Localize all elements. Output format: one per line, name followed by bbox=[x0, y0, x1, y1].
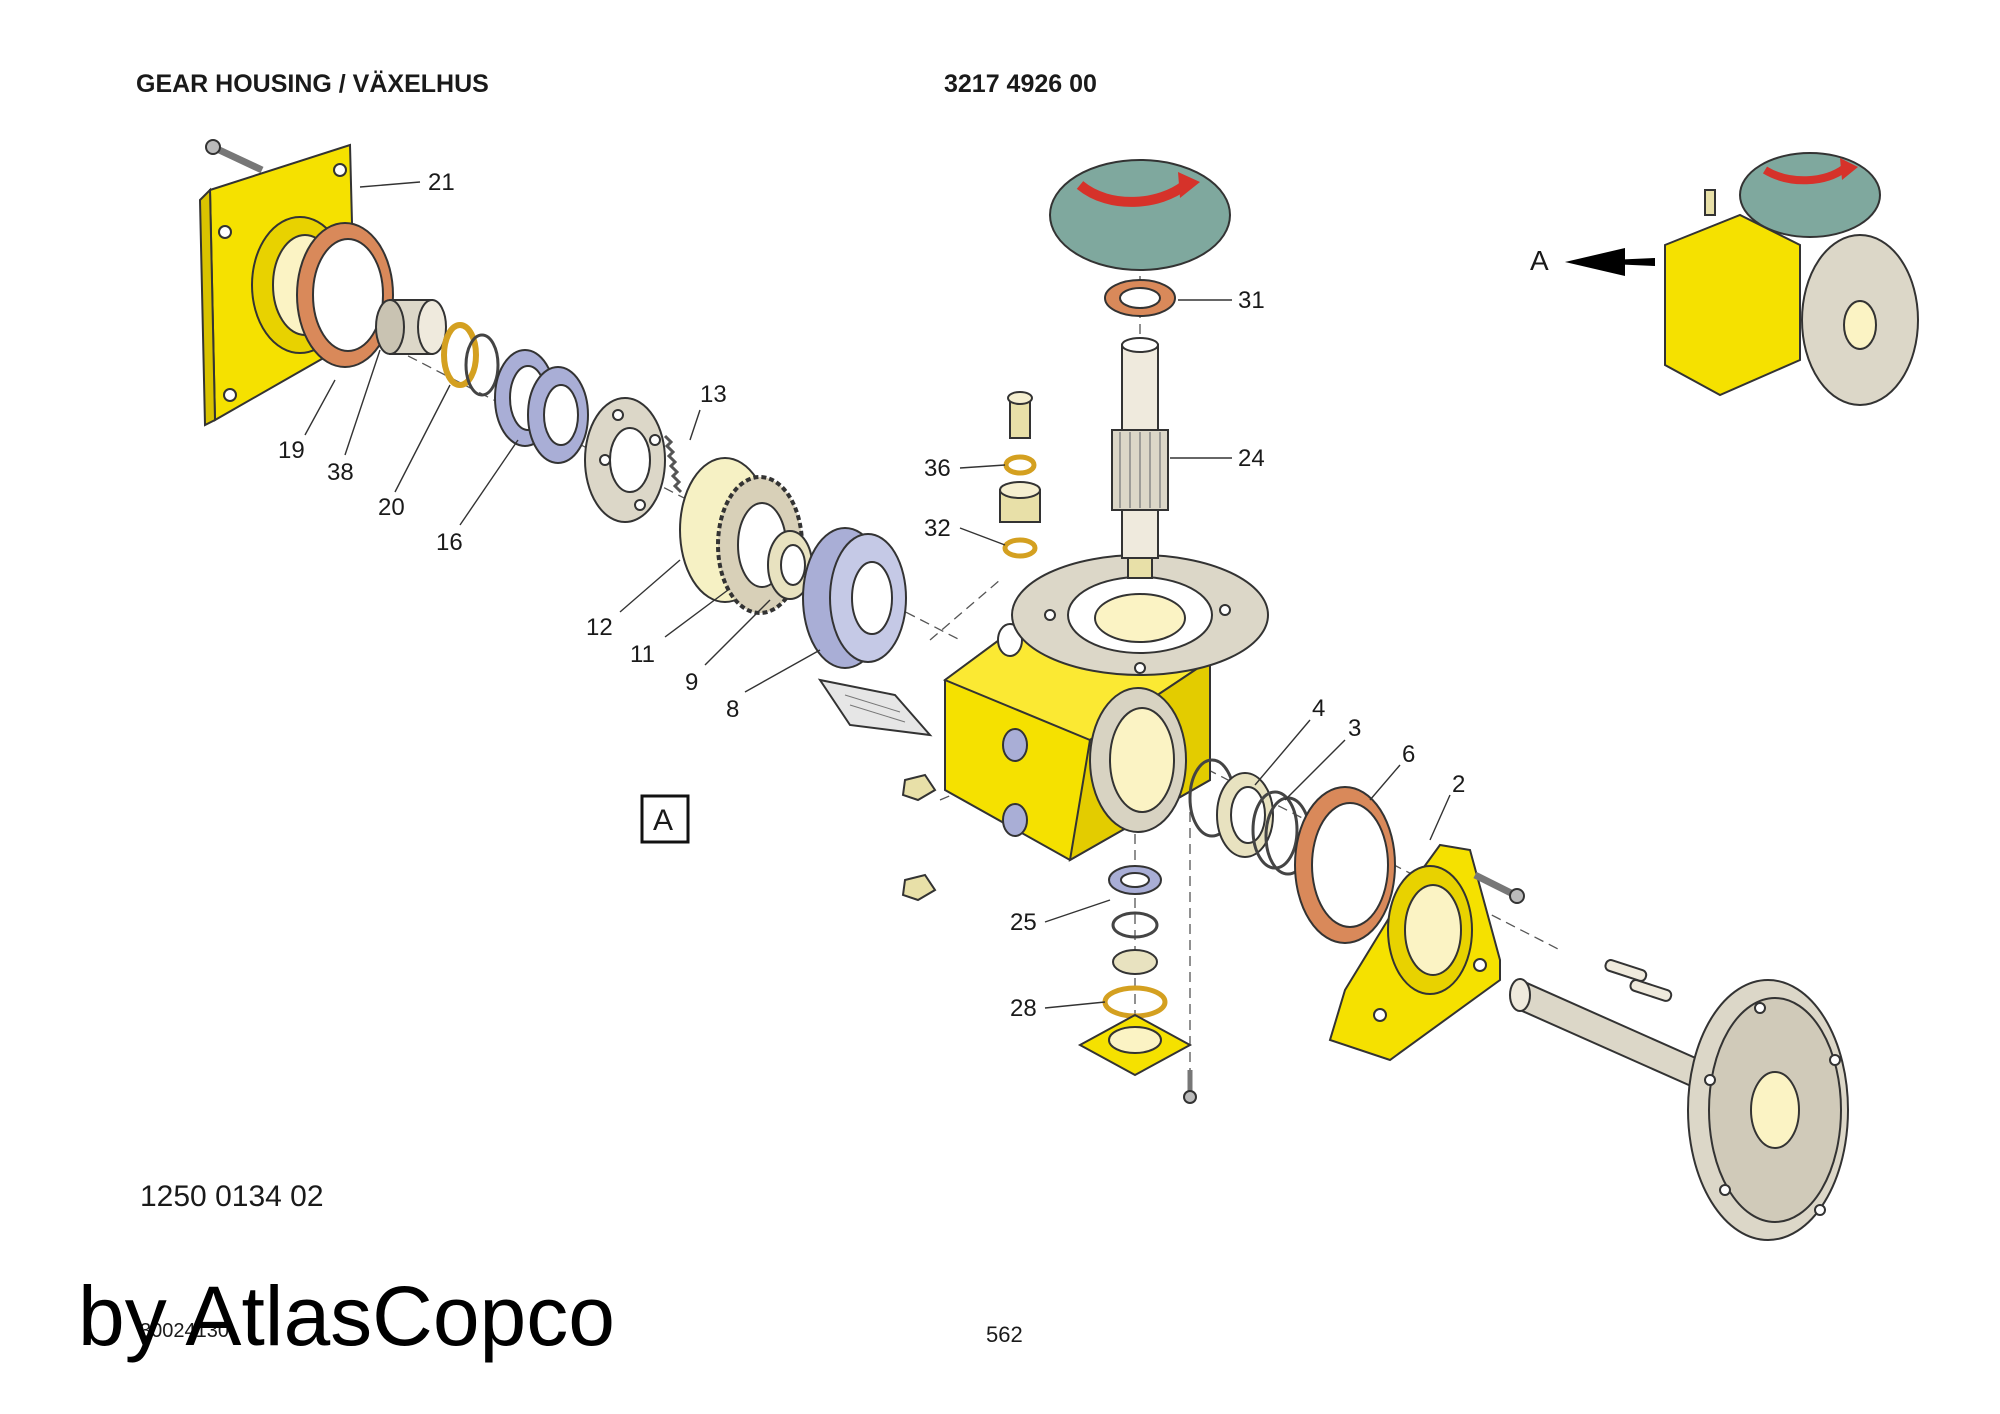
callout-32: 32 bbox=[924, 515, 951, 542]
image-code: 30024130 bbox=[140, 1320, 229, 1342]
bolt-top-left bbox=[205, 139, 264, 174]
hub-9 bbox=[767, 530, 813, 600]
callout-31: 31 bbox=[1238, 287, 1265, 314]
breather-36 bbox=[1003, 391, 1037, 476]
callout-6: 6 bbox=[1402, 741, 1415, 768]
drain-plugs bbox=[901, 773, 937, 902]
part-number: 3217 4926 00 bbox=[944, 70, 1097, 98]
callout-4: 4 bbox=[1312, 695, 1325, 722]
callout-12: 12 bbox=[586, 614, 613, 641]
bearing-4 bbox=[1216, 772, 1274, 858]
callout-21: 21 bbox=[428, 169, 455, 196]
bolt-right bbox=[1473, 871, 1525, 904]
svg-text:A: A bbox=[653, 804, 673, 837]
callout-20: 20 bbox=[378, 494, 405, 521]
callout-25: 25 bbox=[1010, 909, 1037, 936]
callout-28: 28 bbox=[1010, 995, 1037, 1022]
watermark: by AtlasCopco bbox=[78, 1269, 615, 1363]
callout-11: 11 bbox=[630, 641, 655, 668]
keys bbox=[1604, 959, 1673, 1002]
seal-8 bbox=[802, 527, 907, 669]
callout-38: 38 bbox=[327, 459, 354, 486]
callout-2: 2 bbox=[1452, 771, 1465, 798]
bearing-16 bbox=[494, 349, 589, 464]
shaft-24 bbox=[1111, 337, 1169, 579]
svg-text:A: A bbox=[1530, 245, 1549, 276]
callout-24: 24 bbox=[1238, 445, 1265, 472]
cover-disc bbox=[1049, 159, 1231, 271]
gasket-19 bbox=[296, 222, 394, 368]
bearing-25 bbox=[1108, 865, 1162, 975]
spring-13 bbox=[663, 434, 683, 494]
leader-lines bbox=[304, 181, 1451, 1009]
view-arrow-a: A bbox=[1530, 245, 1655, 276]
bolt-bottom bbox=[1183, 1070, 1197, 1104]
callout-3: 3 bbox=[1348, 715, 1361, 742]
view-box-a: A bbox=[640, 794, 690, 844]
callout-labels: 21 19 38 20 16 13 12 11 9 8 36 32 31 24 … bbox=[278, 169, 1465, 1022]
callout-19: 19 bbox=[278, 437, 305, 464]
callout-8: 8 bbox=[726, 696, 739, 723]
inset-view-a bbox=[1664, 152, 1919, 406]
bottom-cover bbox=[1077, 1013, 1193, 1077]
callout-13: 13 bbox=[700, 381, 727, 408]
drawing-number: 1250 0134 02 bbox=[140, 1180, 324, 1213]
fitting-32 bbox=[999, 481, 1041, 559]
nameplate bbox=[817, 678, 933, 737]
callout-16: 16 bbox=[436, 529, 463, 556]
gasket-6 bbox=[1294, 786, 1396, 944]
bracket-2 bbox=[1328, 843, 1501, 1062]
output-shaft bbox=[1509, 978, 1849, 1241]
callout-36: 36 bbox=[924, 455, 951, 482]
diagram-title: GEAR HOUSING / VÄXELHUS bbox=[136, 70, 489, 98]
plate-12 bbox=[584, 397, 666, 523]
page-number: 562 bbox=[986, 1322, 1023, 1347]
seal-31 bbox=[1104, 279, 1176, 317]
callout-9: 9 bbox=[685, 669, 698, 696]
rings-20 bbox=[441, 322, 500, 397]
bushing-38 bbox=[375, 299, 447, 355]
